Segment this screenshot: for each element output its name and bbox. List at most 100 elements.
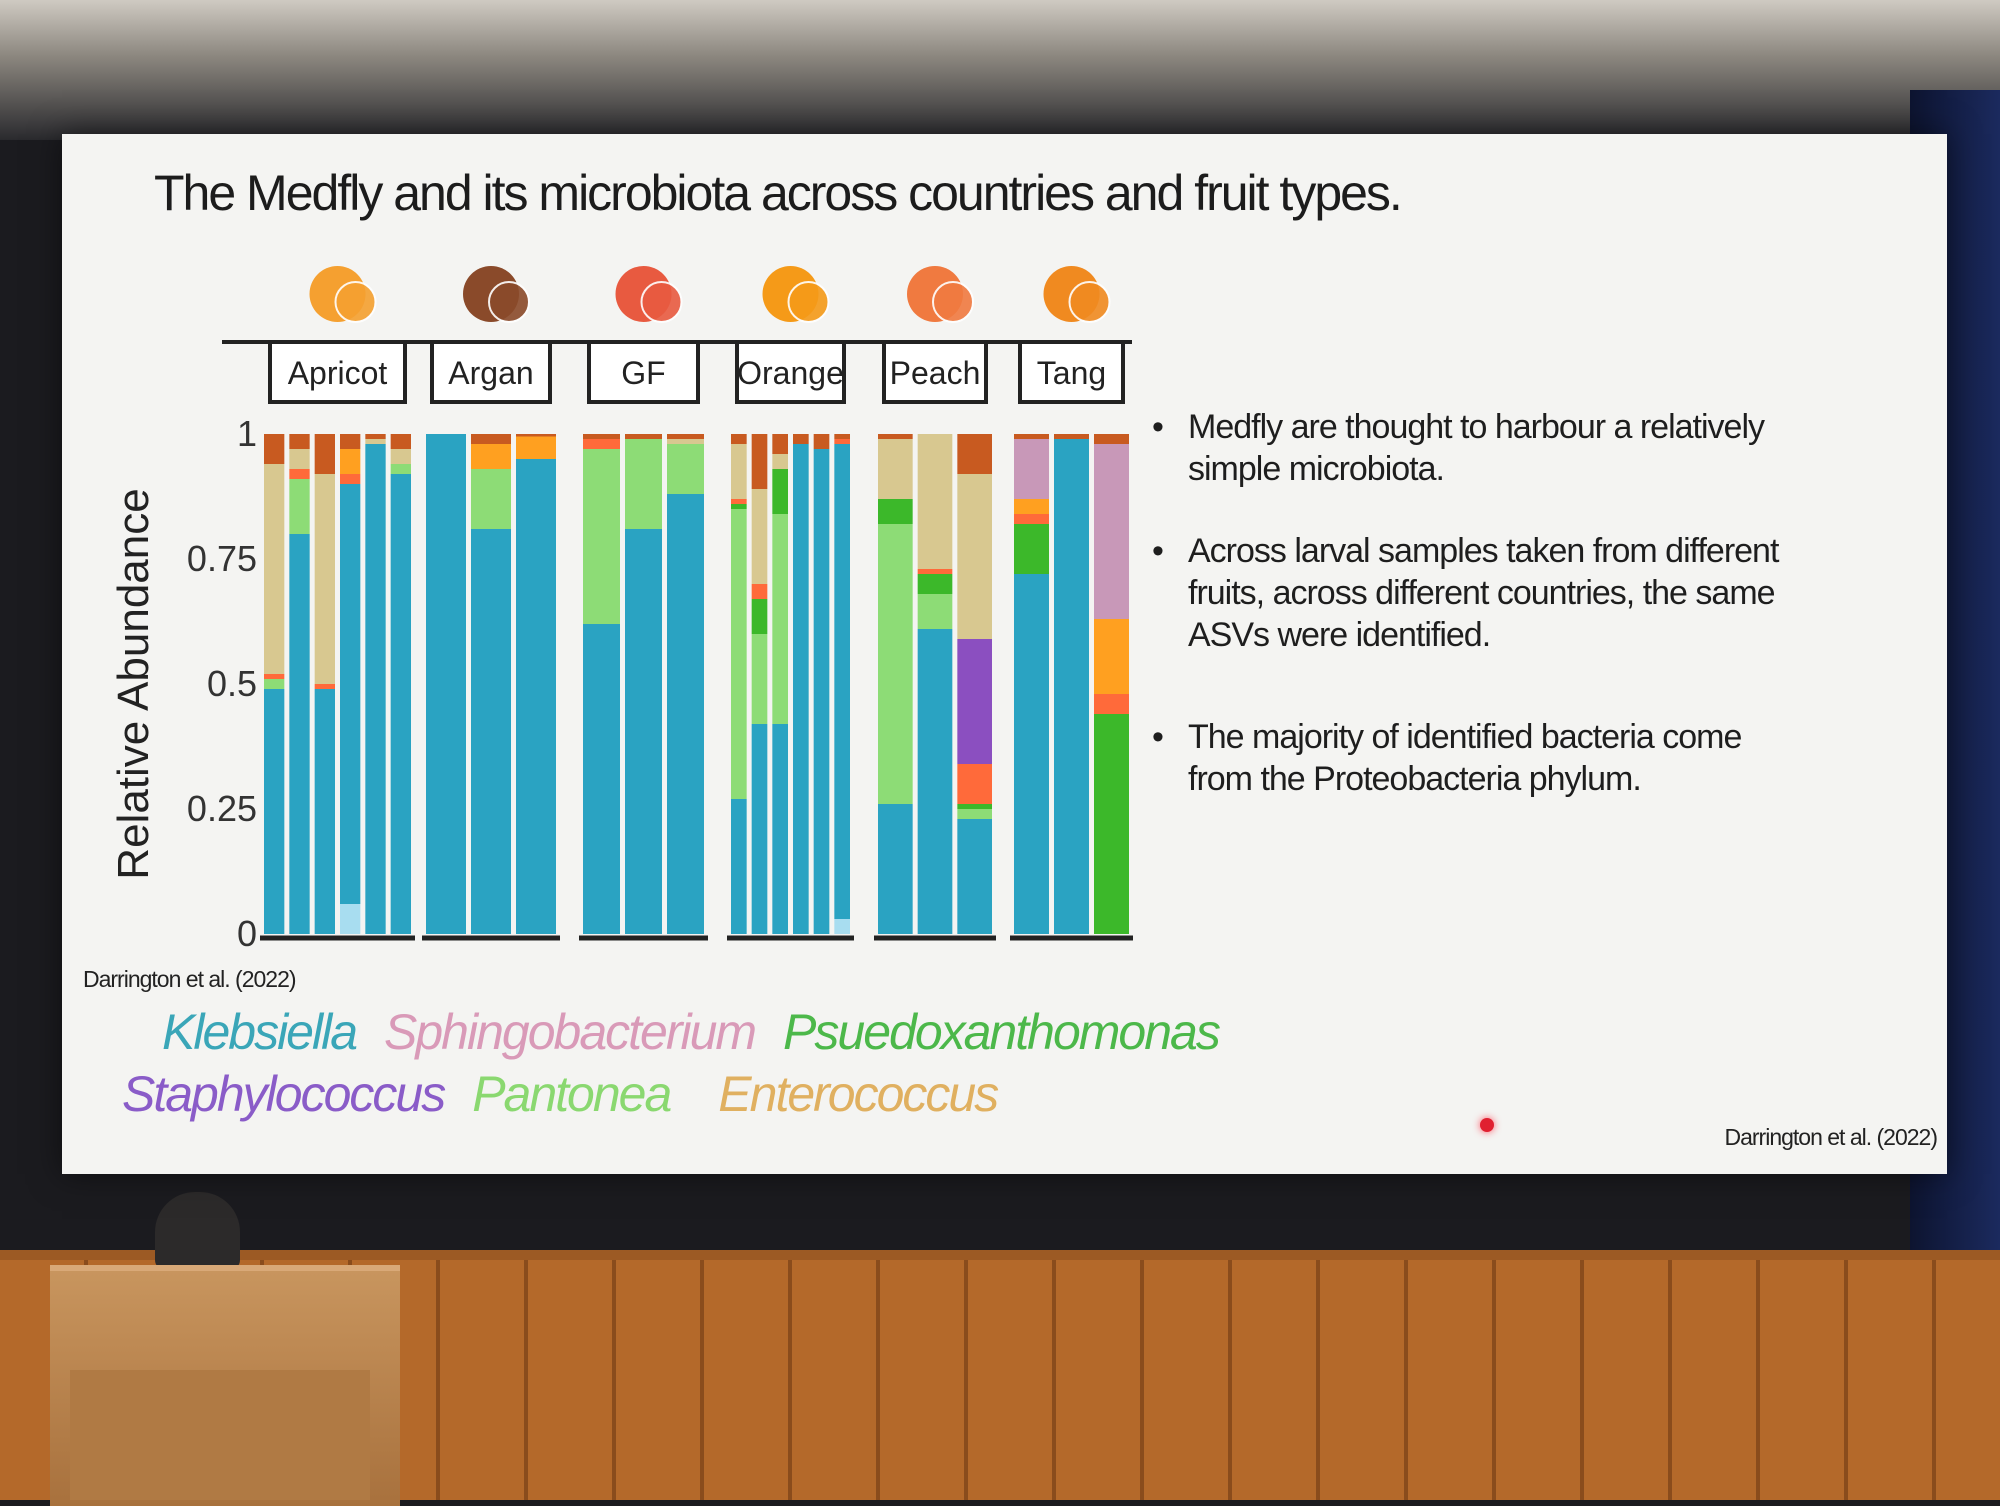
- bar-segment-psuedoxanthomonas: [1014, 524, 1049, 574]
- y-tick-label: 0: [237, 913, 257, 954]
- bar-segment-klebsiella: [878, 804, 913, 934]
- fruit-icon: [488, 281, 530, 323]
- bar-segment-pantoea: [667, 444, 704, 494]
- bar-segment-klebsiella: [1014, 574, 1049, 934]
- bar-segment-klebsiella: [471, 529, 511, 934]
- y-tick-label: 0.75: [187, 538, 257, 579]
- bar-segment-other-orange: [340, 449, 361, 474]
- bar-segment-other-red: [289, 469, 310, 479]
- bar-segment-other-orange: [471, 444, 511, 469]
- bar-segment-other-brown: [772, 434, 788, 454]
- legend-klebsiella: Klebsiella: [162, 1004, 358, 1060]
- bar-segment-klebsiella: [834, 444, 850, 919]
- fruit-icon: [1068, 281, 1111, 323]
- bar-segment-other-orange: [516, 436, 556, 459]
- bar-segment-enterococcus: [264, 464, 285, 674]
- bar-segment-psuedoxanthomonas: [731, 504, 747, 509]
- bullet-list: Medfly are thought to harbour a relative…: [1152, 406, 1792, 840]
- bar-segment-other-brown: [957, 434, 992, 474]
- corner-citation: Darrington et al. (2022): [1724, 1124, 1938, 1150]
- presentation-slide: The Medfly and its microbiota across cou…: [62, 134, 1947, 1174]
- bar-segment-other-red: [751, 584, 768, 599]
- bar-segment-pantoea: [625, 439, 662, 529]
- bar-segment-enterococcus: [390, 449, 411, 464]
- podium-front: [70, 1370, 370, 1500]
- bar-segment-psuedoxanthomonas: [1094, 714, 1129, 934]
- bar-segment-other-brown: [878, 434, 913, 439]
- legend-enterococcus: Enterococcus: [718, 1066, 999, 1122]
- bar-segment-pantoea: [583, 449, 620, 624]
- facet-label: Orange: [737, 355, 844, 391]
- facet-label-box: [430, 340, 552, 404]
- bar-segment-pantoea: [772, 514, 788, 724]
- bar-segment-sphingobacterium: [1094, 444, 1129, 619]
- bar-segment-other-red: [834, 439, 850, 444]
- bar-segment-other-brown: [1014, 434, 1049, 439]
- y-tick-label: 0.25: [187, 788, 257, 829]
- bar-segment-klebsiella: [314, 689, 335, 934]
- fruit-icon: [334, 281, 377, 323]
- bar-segment-klebsiella: [813, 449, 830, 934]
- bar-segment-psuedoxanthomonas: [878, 499, 913, 524]
- facet-label: Argan: [448, 355, 533, 391]
- bar-segment-other-brown: [264, 434, 285, 464]
- bar-segment-other-red: [264, 674, 285, 679]
- bar-segment-klebsiella: [340, 484, 361, 904]
- facet-label-box: [882, 340, 988, 404]
- bar-segment-enterococcus: [917, 434, 953, 569]
- facet-label: Apricot: [288, 355, 388, 391]
- bar-segment-enterococcus: [731, 444, 747, 499]
- bar-segment-pantoea: [731, 509, 747, 799]
- bar-segment-other-lightblue: [340, 904, 361, 934]
- bar-segment-other-brown: [314, 434, 335, 474]
- laser-pointer-dot: [1480, 1118, 1494, 1132]
- bar-segment-other-orange: [1094, 619, 1129, 694]
- bar-segment-enterococcus: [667, 439, 704, 444]
- bar-segment-klebsiella: [516, 459, 556, 934]
- bar-segment-other-orange: [1014, 499, 1049, 514]
- bar-segment-other-red: [917, 569, 953, 574]
- bar-segment-klebsiella: [667, 494, 704, 934]
- legend-staphylococcus: Staphylococcus: [122, 1066, 446, 1122]
- y-axis-label: Relative Abundance: [109, 488, 158, 879]
- y-tick-label: 0.5: [207, 663, 257, 704]
- bar-segment-other-brown: [471, 434, 511, 444]
- bar-segment-other-brown: [667, 434, 704, 439]
- facet-label: GF: [621, 355, 665, 391]
- bar-segment-other-brown: [834, 434, 850, 439]
- bar-segment-klebsiella: [583, 624, 620, 934]
- bar-segment-enterococcus: [365, 439, 386, 444]
- bar-segment-psuedoxanthomonas: [957, 804, 992, 809]
- bar-segment-enterococcus: [878, 439, 913, 499]
- bar-segment-other-brown: [813, 434, 830, 449]
- bar-segment-other-red: [1094, 694, 1129, 714]
- bullet-item: The majority of identified bacteria come…: [1152, 716, 1792, 800]
- bar-segment-other-brown: [583, 434, 620, 439]
- facet-label-box: [587, 340, 700, 404]
- bar-segment-enterococcus: [314, 474, 335, 684]
- bar-segment-klebsiella: [731, 799, 747, 934]
- bar-segment-pantoea: [751, 634, 768, 724]
- bullet-item: Medfly are thought to harbour a relative…: [1152, 406, 1792, 490]
- bar-segment-other-brown: [751, 434, 768, 489]
- bar-segment-other-brown: [731, 434, 747, 444]
- speaker-head: [155, 1192, 240, 1270]
- bar-segment-other-red: [314, 684, 335, 689]
- bar-segment-klebsiella: [365, 444, 386, 934]
- bar-segment-pantoea: [289, 479, 310, 534]
- bar-segment-klebsiella: [390, 474, 411, 934]
- bar-segment-pantoea: [390, 464, 411, 474]
- bar-segment-other-red: [731, 499, 747, 504]
- bar-segment-klebsiella: [917, 629, 953, 934]
- bar-segment-enterococcus: [957, 474, 992, 639]
- bar-segment-other-brown: [625, 434, 662, 439]
- bar-segment-klebsiella: [957, 819, 992, 934]
- bar-segment-other-brown: [340, 434, 361, 449]
- bar-segment-pantoea: [917, 594, 953, 629]
- bar-segment-klebsiella: [264, 689, 285, 934]
- slide-title: The Medfly and its microbiota across cou…: [154, 165, 1403, 221]
- facet-label: Peach: [890, 355, 981, 391]
- bar-segment-other-red: [340, 474, 361, 484]
- bar-segment-klebsiella: [793, 444, 809, 934]
- fruit-icon: [932, 281, 974, 323]
